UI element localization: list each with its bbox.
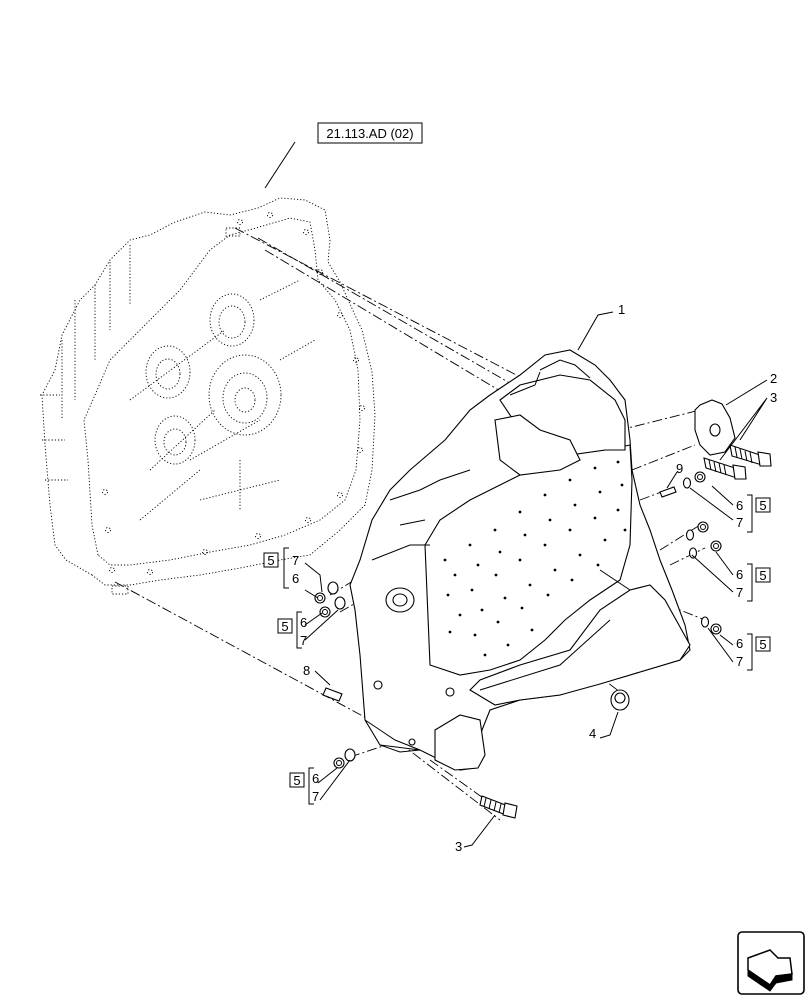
kit-group-right-2[interactable]: 6 7 5 xyxy=(736,563,771,602)
kit-item-a: 6 xyxy=(736,636,743,651)
lifting-bracket-part[interactable] xyxy=(694,399,736,456)
bolt-part-top-2[interactable] xyxy=(703,457,747,480)
kit-box-label: 5 xyxy=(759,568,766,583)
reference-leader-line xyxy=(264,141,296,189)
kit-item-a: 7 xyxy=(292,553,299,568)
kit-group-right-3[interactable]: 6 7 5 xyxy=(736,633,771,671)
kit-item-b: 6 xyxy=(292,571,299,586)
callout-leaders xyxy=(304,311,768,848)
kit-item-a: 6 xyxy=(736,498,743,513)
reference-label: 21.113.AD (02) xyxy=(326,126,413,141)
kit-item-b: 7 xyxy=(736,585,743,600)
callout-4: 4 xyxy=(589,726,596,741)
plug-part[interactable] xyxy=(610,689,630,711)
arrow-navigation-icon[interactable] xyxy=(737,931,805,995)
kit-box-label: 5 xyxy=(293,773,300,788)
transmission-housing-phantom xyxy=(40,197,376,595)
kit-item-b: 7 xyxy=(312,789,319,804)
callout-9: 9 xyxy=(676,461,683,476)
callout-labels: 1 2 3 4 3 8 9 xyxy=(303,302,777,854)
kit-box-label: 5 xyxy=(281,619,288,634)
bolt-part-top-1[interactable] xyxy=(729,444,772,467)
plug-seal-set[interactable] xyxy=(314,471,722,769)
kit-item-b: 7 xyxy=(300,633,307,648)
valve-face-holes xyxy=(443,460,627,657)
kit-item-b: 7 xyxy=(736,515,743,530)
callout-3-top: 3 xyxy=(770,390,777,405)
kit-item-a: 6 xyxy=(300,615,307,630)
kit-box-label: 5 xyxy=(759,637,766,652)
kit-box-label: 5 xyxy=(267,553,274,568)
bolt-part-bottom[interactable] xyxy=(479,795,518,819)
kit-box-label: 5 xyxy=(759,498,766,513)
kit-item-b: 7 xyxy=(736,654,743,669)
flange-holes xyxy=(102,212,365,575)
callout-1: 1 xyxy=(618,302,625,317)
kit-item-a: 6 xyxy=(736,567,743,582)
kit-group-left-1[interactable]: 5 7 6 xyxy=(263,547,299,589)
dowel-pin-part[interactable] xyxy=(322,687,343,702)
pin-part[interactable] xyxy=(659,486,677,498)
kit-group-right-1[interactable]: 6 7 5 xyxy=(736,494,771,533)
main-housing-part[interactable] xyxy=(349,349,691,771)
kit-group-left-2[interactable]: 5 6 7 xyxy=(277,611,307,649)
reference-box[interactable] xyxy=(317,122,423,144)
kit-group-left-3[interactable]: 5 6 7 xyxy=(289,767,319,805)
callout-3-bottom: 3 xyxy=(455,839,462,854)
kit-item-a: 6 xyxy=(312,771,319,786)
callout-8: 8 xyxy=(303,663,310,678)
callout-2: 2 xyxy=(770,371,777,386)
